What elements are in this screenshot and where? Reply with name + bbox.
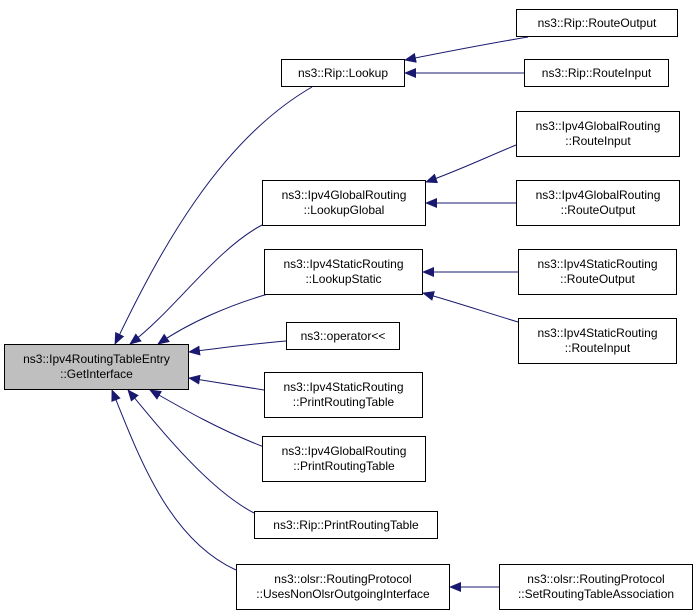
edge-static-route-input-to-static-lookup	[422, 291, 519, 323]
node-olsr-uses-non-olsr-outgoing-interface[interactable]: ns3::olsr::RoutingProtocol ::UsesNonOlsr…	[236, 564, 450, 610]
edge-global-lookup-to-root	[129, 224, 263, 345]
node-label-line1: ns3::Ipv4RoutingTableEntry	[23, 352, 170, 366]
node-label-line2: ::RouteOutput	[560, 272, 635, 286]
node-label-line2: ::PrintRoutingTable	[293, 459, 395, 473]
node-static-lookup-static[interactable]: ns3::Ipv4StaticRouting ::LookupStatic	[264, 249, 423, 295]
edge-olsr-uses-to-root	[111, 389, 237, 571]
node-label-line1: ns3::Rip::PrintRoutingTable	[273, 517, 419, 532]
node-label-line1: ns3::Ipv4GlobalRouting	[281, 444, 407, 458]
edge-rip-route-output-to-rip-lookup	[404, 36, 529, 63]
node-olsr-set-routing-table-association[interactable]: ns3::olsr::RoutingProtocol ::SetRoutingT…	[499, 564, 693, 610]
node-label-line2: ::RouteOutput	[560, 203, 636, 217]
node-label-line1: ns3::olsr::RoutingProtocol	[527, 572, 665, 586]
node-label-line1: ns3::Ipv4StaticRouting	[537, 257, 658, 271]
node-ipv4-routing-table-entry-get-interface[interactable]: ns3::Ipv4RoutingTableEntry ::GetInterfac…	[4, 344, 189, 390]
node-label-line2: ::RouteInput	[565, 134, 631, 148]
node-static-route-output[interactable]: ns3::Ipv4StaticRouting ::RouteOutput	[518, 249, 677, 295]
node-label-line1: ns3::Ipv4GlobalRouting	[535, 188, 661, 202]
node-operator-shift-left[interactable]: ns3::operator<<	[286, 322, 400, 350]
edge-global-route-input-to-global-lookup	[425, 144, 517, 184]
node-label-line1: ns3::Ipv4StaticRouting	[537, 326, 658, 340]
node-global-route-input[interactable]: ns3::Ipv4GlobalRouting ::RouteInput	[516, 111, 680, 157]
edge-static-lookup-to-root	[157, 293, 269, 345]
node-global-print-routing-table[interactable]: ns3::Ipv4GlobalRouting ::PrintRoutingTab…	[262, 436, 426, 482]
node-label-line2: ::RouteInput	[564, 341, 631, 355]
node-static-route-input[interactable]: ns3::Ipv4StaticRouting ::RouteInput	[518, 318, 677, 364]
node-global-lookup-global[interactable]: ns3::Ipv4GlobalRouting ::LookupGlobal	[262, 180, 426, 226]
node-label-line1: ns3::Ipv4StaticRouting	[283, 380, 404, 394]
edge-rip-print-to-root	[127, 389, 255, 514]
node-rip-route-input[interactable]: ns3::Rip::RouteInput	[524, 59, 669, 87]
node-rip-lookup[interactable]: ns3::Rip::Lookup	[281, 59, 405, 87]
node-label-line1: ns3::Rip::Lookup	[297, 65, 389, 80]
node-label-line2: ::UsesNonOlsrOutgoingInterface	[256, 587, 430, 601]
node-static-print-routing-table[interactable]: ns3::Ipv4StaticRouting ::PrintRoutingTab…	[264, 372, 423, 418]
node-label-line1: ns3::Ipv4StaticRouting	[283, 257, 404, 271]
node-label-line1: ns3::olsr::RoutingProtocol	[274, 572, 412, 586]
node-label-line1: ns3::Rip::RouteInput	[541, 65, 652, 80]
node-label-line1: ns3::operator<<	[300, 328, 386, 343]
node-label-line2: ::PrintRoutingTable	[292, 395, 395, 409]
node-label-line2: ::LookupGlobal	[303, 203, 385, 217]
edge-operator-to-root	[188, 340, 287, 356]
node-global-route-output[interactable]: ns3::Ipv4GlobalRouting ::RouteOutput	[516, 180, 680, 226]
node-label-line2: ::SetRoutingTableAssociation	[517, 587, 675, 601]
node-rip-route-output[interactable]: ns3::Rip::RouteOutput	[516, 9, 678, 37]
edge-global-print-to-root	[149, 389, 265, 448]
node-label-line1: ns3::Ipv4GlobalRouting	[281, 188, 407, 202]
node-label-line2: ::GetInterface	[60, 367, 133, 381]
node-label-line2: ::LookupStatic	[305, 272, 382, 286]
node-rip-print-routing-table[interactable]: ns3::Rip::PrintRoutingTable	[254, 511, 438, 539]
node-label-line1: ns3::Ipv4GlobalRouting	[535, 119, 661, 133]
node-label-line1: ns3::Rip::RouteOutput	[537, 15, 657, 30]
edge-static-print-to-root	[188, 374, 265, 391]
edge-rip-lookup-to-root	[114, 86, 313, 345]
